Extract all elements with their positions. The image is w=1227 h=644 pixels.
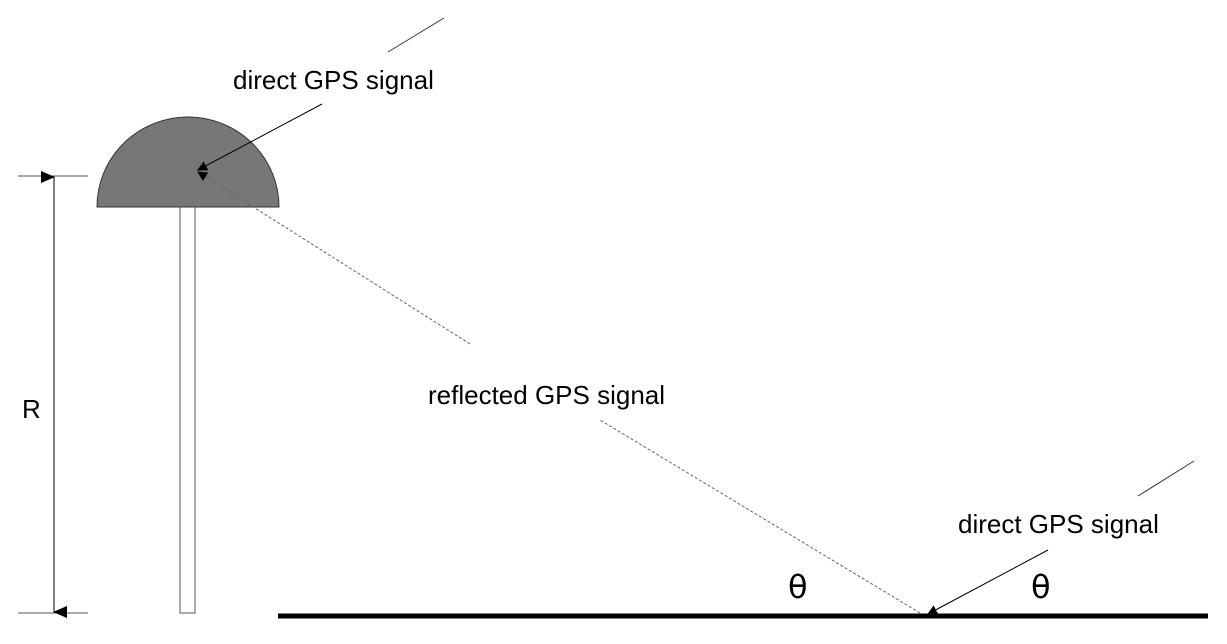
angle-left-label: θ bbox=[788, 568, 808, 606]
antenna-dome bbox=[96, 116, 280, 208]
direct-signal-top-label: direct GPS signal bbox=[233, 65, 434, 95]
height-label: R bbox=[22, 394, 41, 424]
direct-signal-bottom-arrow bbox=[927, 549, 1049, 615]
direct-signal-top-arrow bbox=[197, 103, 323, 171]
direct-signal-top-line bbox=[387, 17, 445, 53]
reflected-signal-upper-line bbox=[197, 171, 471, 345]
antenna-pole bbox=[179, 206, 196, 614]
reflected-signal-label: reflected GPS signal bbox=[428, 380, 666, 410]
direct-signal-bottom-label: direct GPS signal bbox=[958, 509, 1159, 539]
reflected-signal-lower-line bbox=[599, 419, 921, 614]
angle-right-label: θ bbox=[1031, 568, 1051, 606]
direct-signal-bottom-line bbox=[1137, 460, 1195, 497]
